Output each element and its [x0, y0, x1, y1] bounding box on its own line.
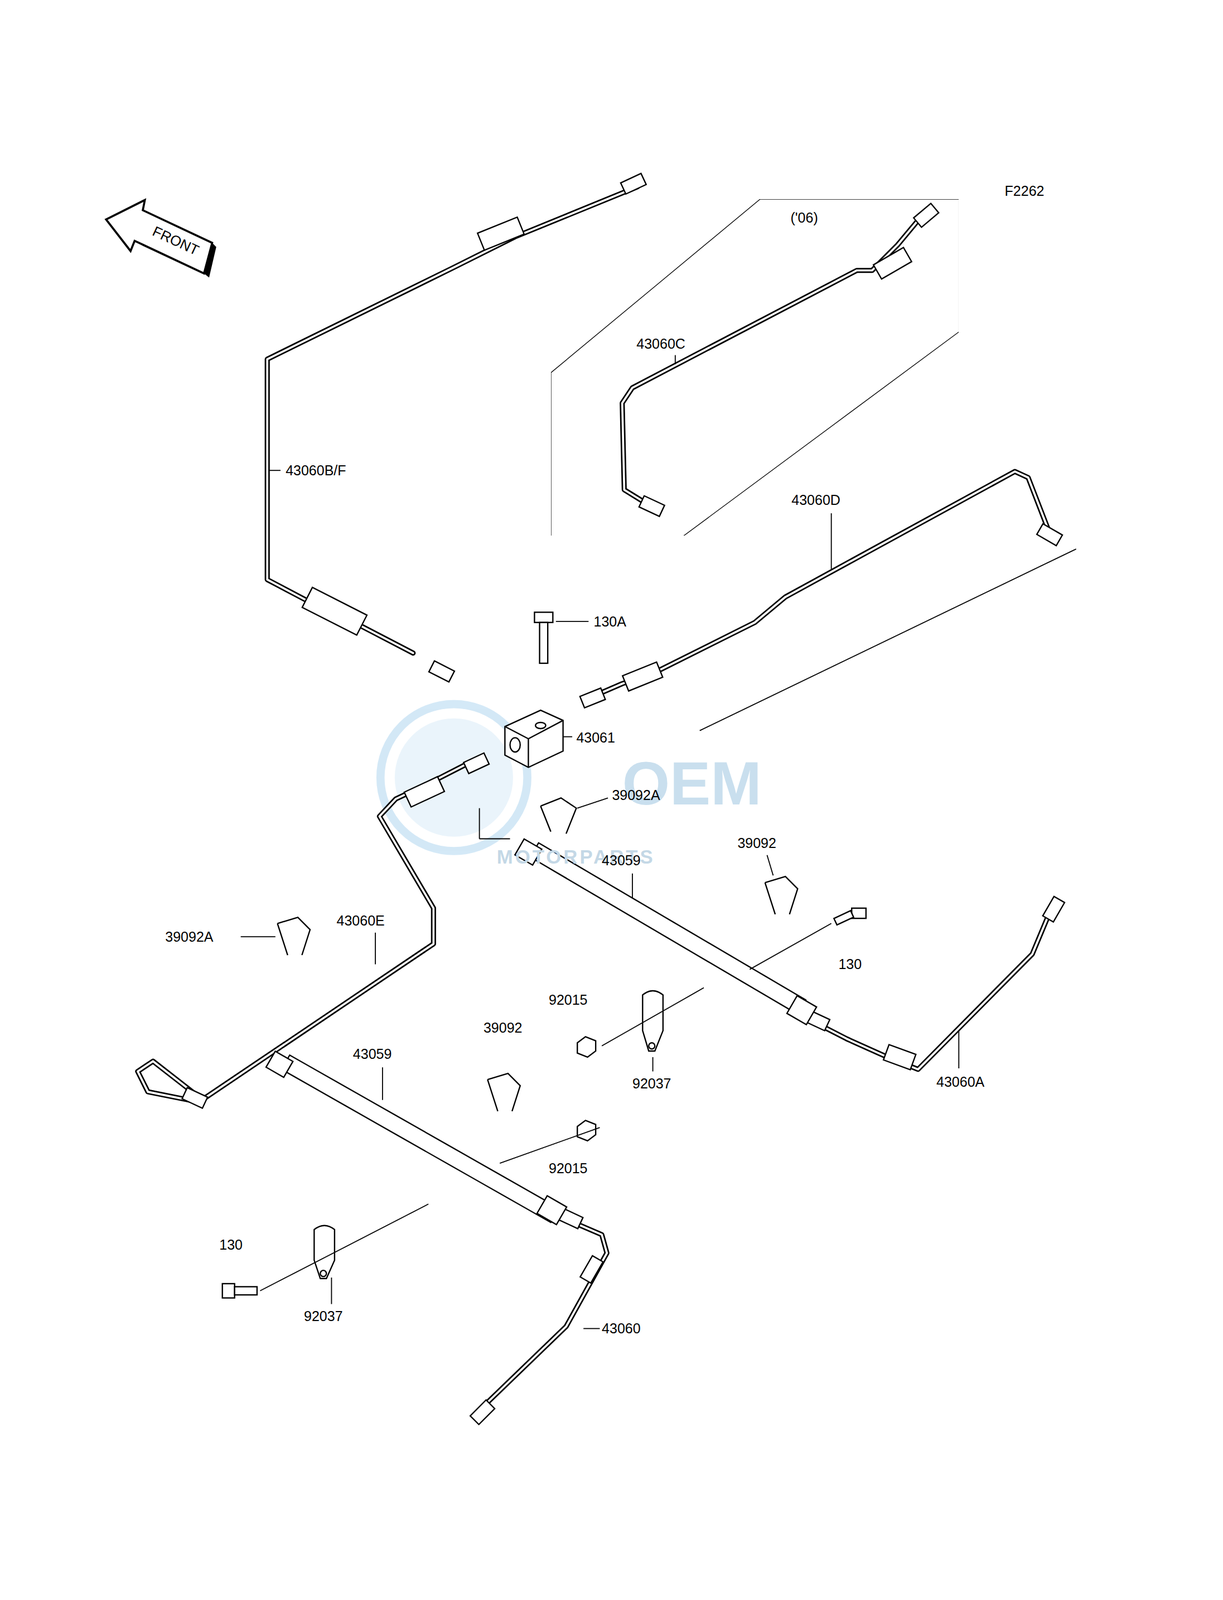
part-number: 43060A	[936, 1074, 985, 1089]
leader-lines	[240, 355, 1077, 1329]
junction-block	[504, 709, 563, 767]
hoses	[266, 838, 817, 1225]
inset-outline	[550, 199, 960, 536]
part-number: 43060	[601, 1321, 641, 1336]
part-number: 43060D	[791, 492, 841, 507]
pipes	[137, 186, 1051, 1410]
part-number: 43060C	[636, 336, 686, 351]
watermark: OEM	[622, 752, 762, 815]
bolts-nuts-clips	[222, 611, 867, 1298]
part-number: 130	[219, 1237, 243, 1252]
model-year-note: ('06)	[790, 210, 818, 225]
part-number: 43059	[601, 852, 641, 867]
part-number: 39092	[737, 835, 777, 850]
part-number: 39092	[483, 1020, 523, 1034]
part-number: 92015	[548, 992, 588, 1007]
part-number: 43060E	[336, 912, 385, 927]
inset-border	[550, 199, 960, 536]
inset-panel: ('06) 43060C	[550, 199, 960, 536]
figure-code: F2262	[1004, 184, 1045, 198]
part-number: 43060B/F	[285, 463, 346, 478]
part-number: 130	[838, 956, 862, 971]
front-arrow	[105, 200, 217, 278]
part-number: 43059	[353, 1046, 393, 1061]
part-number: 92015	[548, 1161, 588, 1176]
part-number: 92037	[632, 1076, 672, 1091]
part-number: 39092A	[611, 787, 660, 802]
part-number: 92037	[303, 1308, 343, 1323]
part-number: 130A	[593, 614, 626, 628]
part-number: 43061	[576, 730, 616, 745]
pipe-sleeves	[181, 173, 1065, 1425]
part-number: 39092A	[165, 929, 214, 944]
